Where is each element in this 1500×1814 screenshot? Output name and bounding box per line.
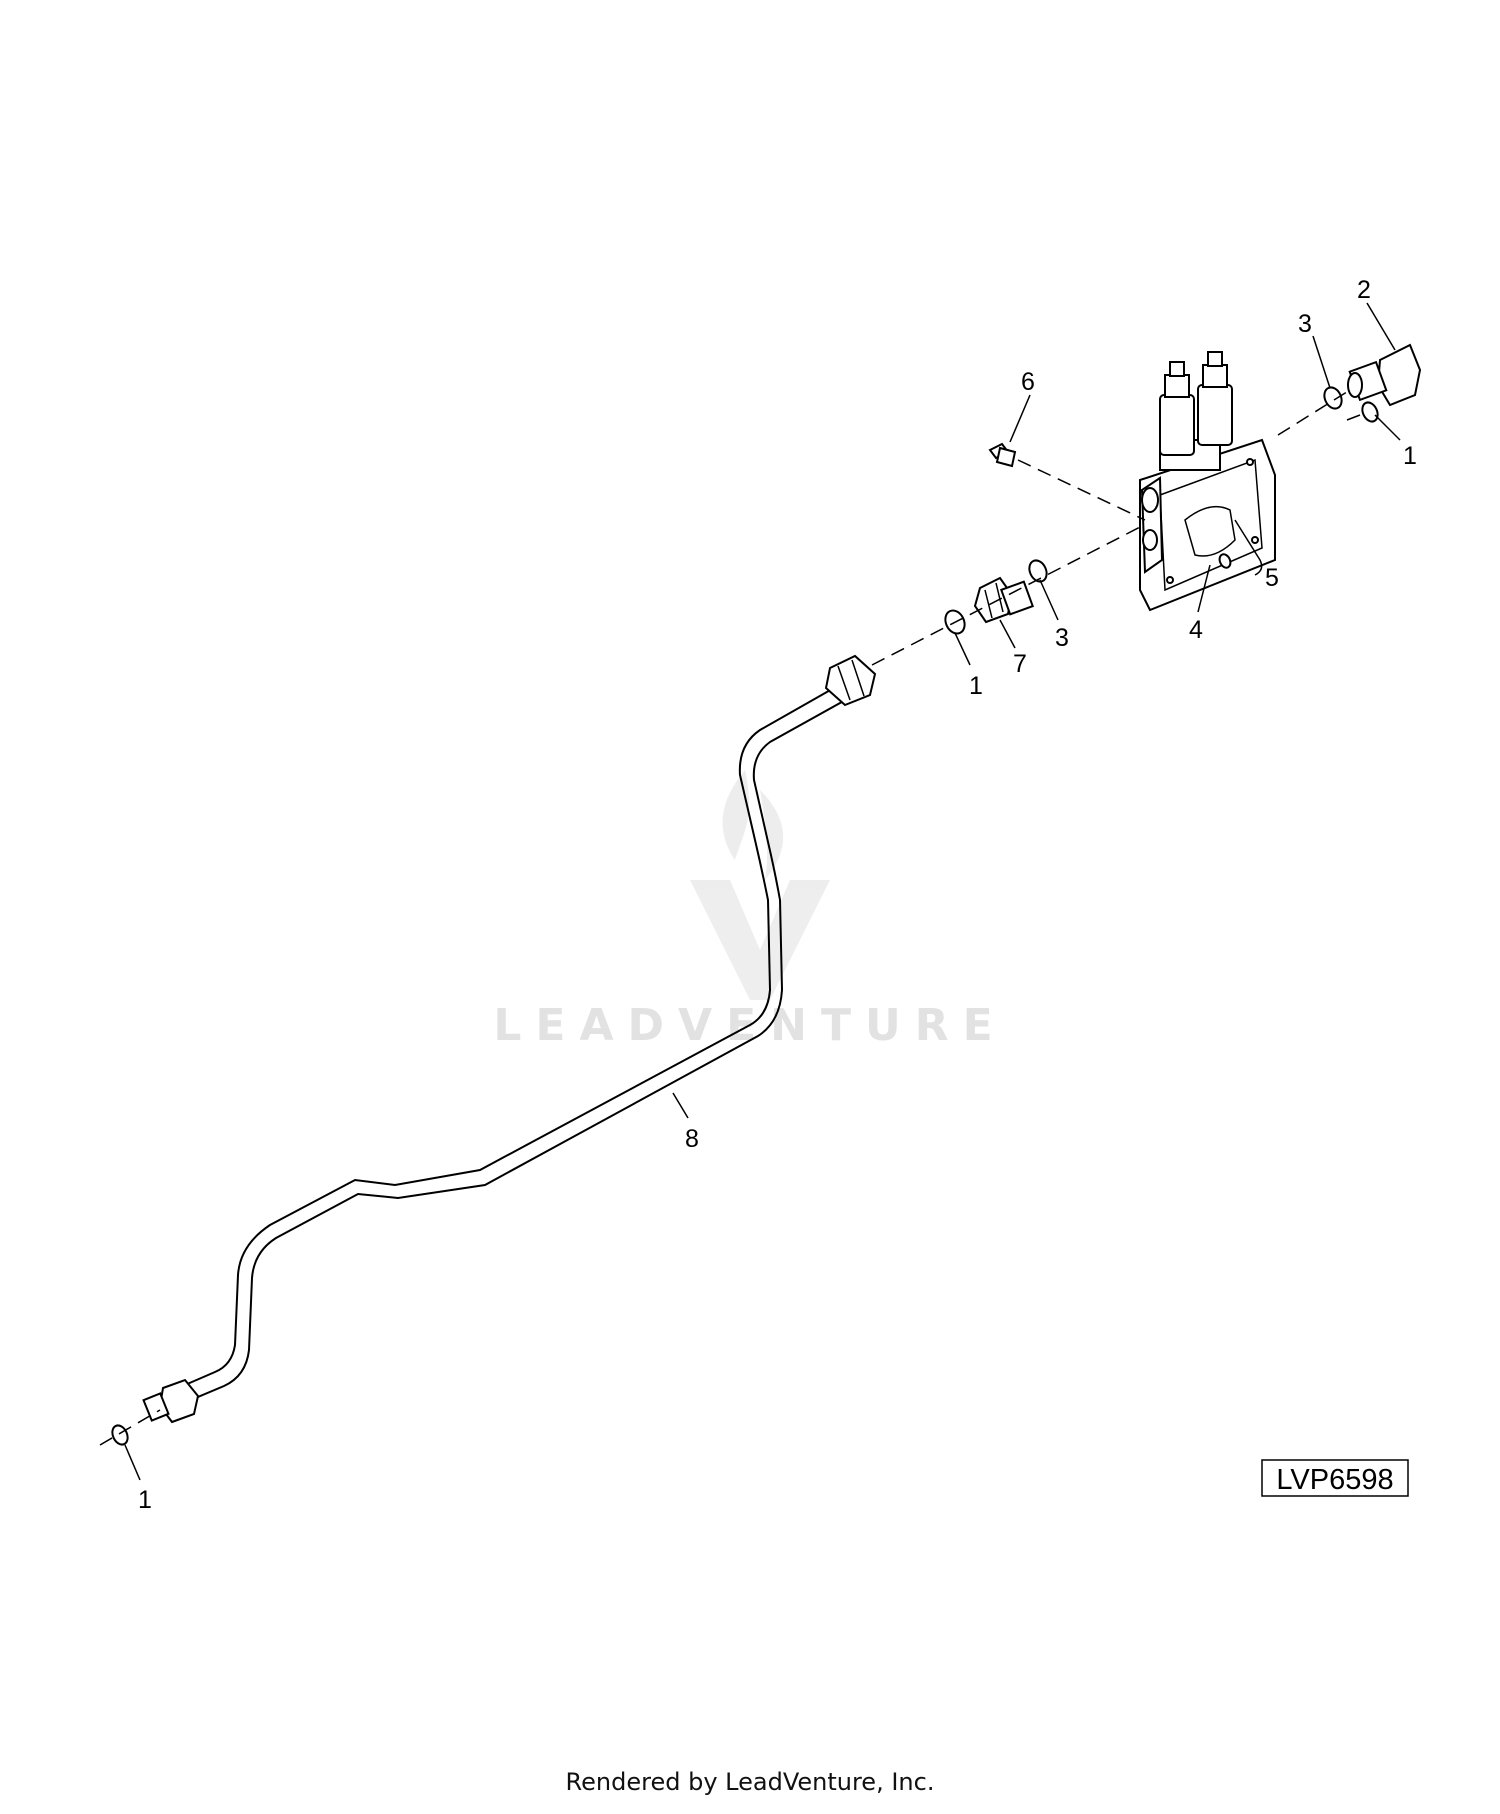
o-ring-part-4	[1218, 553, 1232, 569]
reference-code: LVP6598	[1276, 1464, 1393, 1496]
hydraulic-tube-part-8	[142, 654, 877, 1424]
o-ring-part-3-right	[1323, 386, 1343, 410]
assembly-line	[1277, 389, 1351, 436]
leader-lines	[124, 302, 1401, 1481]
callout-part-3-right: 3	[1298, 310, 1312, 338]
watermark-text: LEADVENTURE	[493, 1000, 1006, 1051]
callout-part-3-center: 3	[1055, 624, 1069, 652]
fitting-part-2	[1347, 343, 1422, 407]
callout-part-4: 4	[1189, 616, 1203, 644]
o-ring-part-1-left	[111, 1424, 129, 1446]
callout-part-1-left: 1	[138, 1486, 152, 1514]
watermark-logo	[690, 770, 830, 1000]
assembly-line	[1017, 459, 1146, 521]
callout-part-1-center: 1	[969, 672, 983, 700]
callout-part-2: 2	[1357, 276, 1371, 304]
bolt-part-6	[988, 442, 1017, 468]
callout-part-5: 5	[1265, 564, 1279, 592]
callout-part-7: 7	[1013, 650, 1027, 678]
assembly-line	[99, 1409, 161, 1446]
o-ring-part-1-right	[1361, 401, 1379, 423]
fitting-part-7	[973, 576, 1035, 624]
assembly-line	[871, 524, 1145, 666]
o-ring-part-3-center	[1028, 559, 1048, 583]
callout-part-1-right: 1	[1403, 442, 1417, 470]
footer-credit: Rendered by LeadVenture, Inc.	[565, 1768, 935, 1796]
assembly-line	[1346, 414, 1361, 421]
callout-part-8: 8	[685, 1125, 699, 1153]
valve-body-part-5	[1139, 351, 1276, 612]
reference-code-box	[1261, 1459, 1409, 1497]
callout-part-6: 6	[1021, 368, 1035, 396]
